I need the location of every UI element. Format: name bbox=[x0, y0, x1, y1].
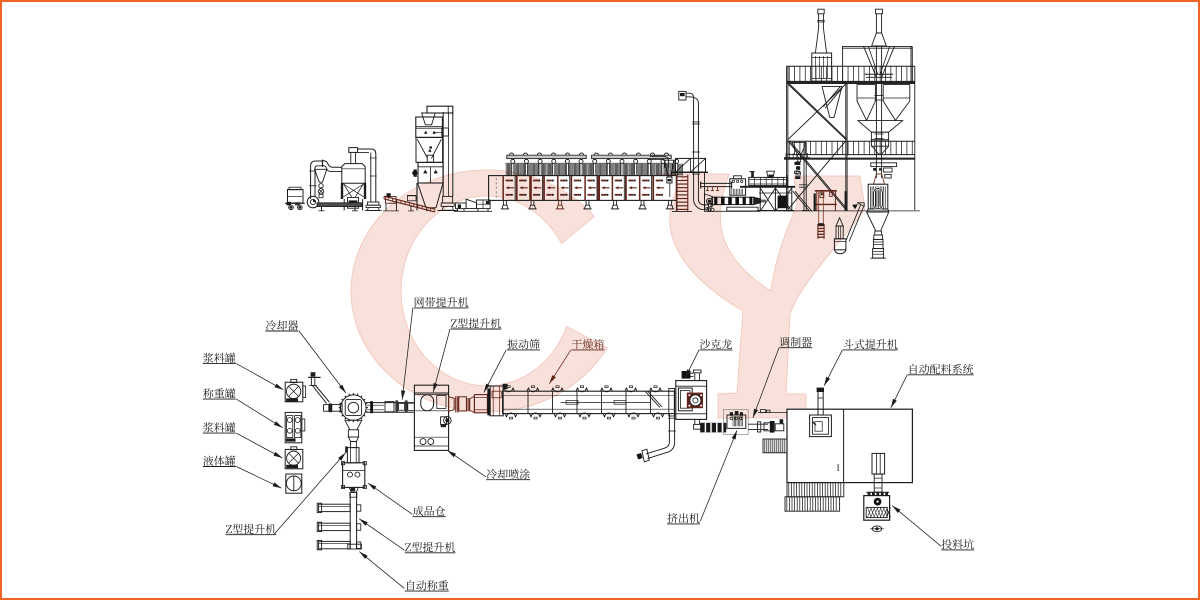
svg-text:I: I bbox=[837, 463, 840, 473]
